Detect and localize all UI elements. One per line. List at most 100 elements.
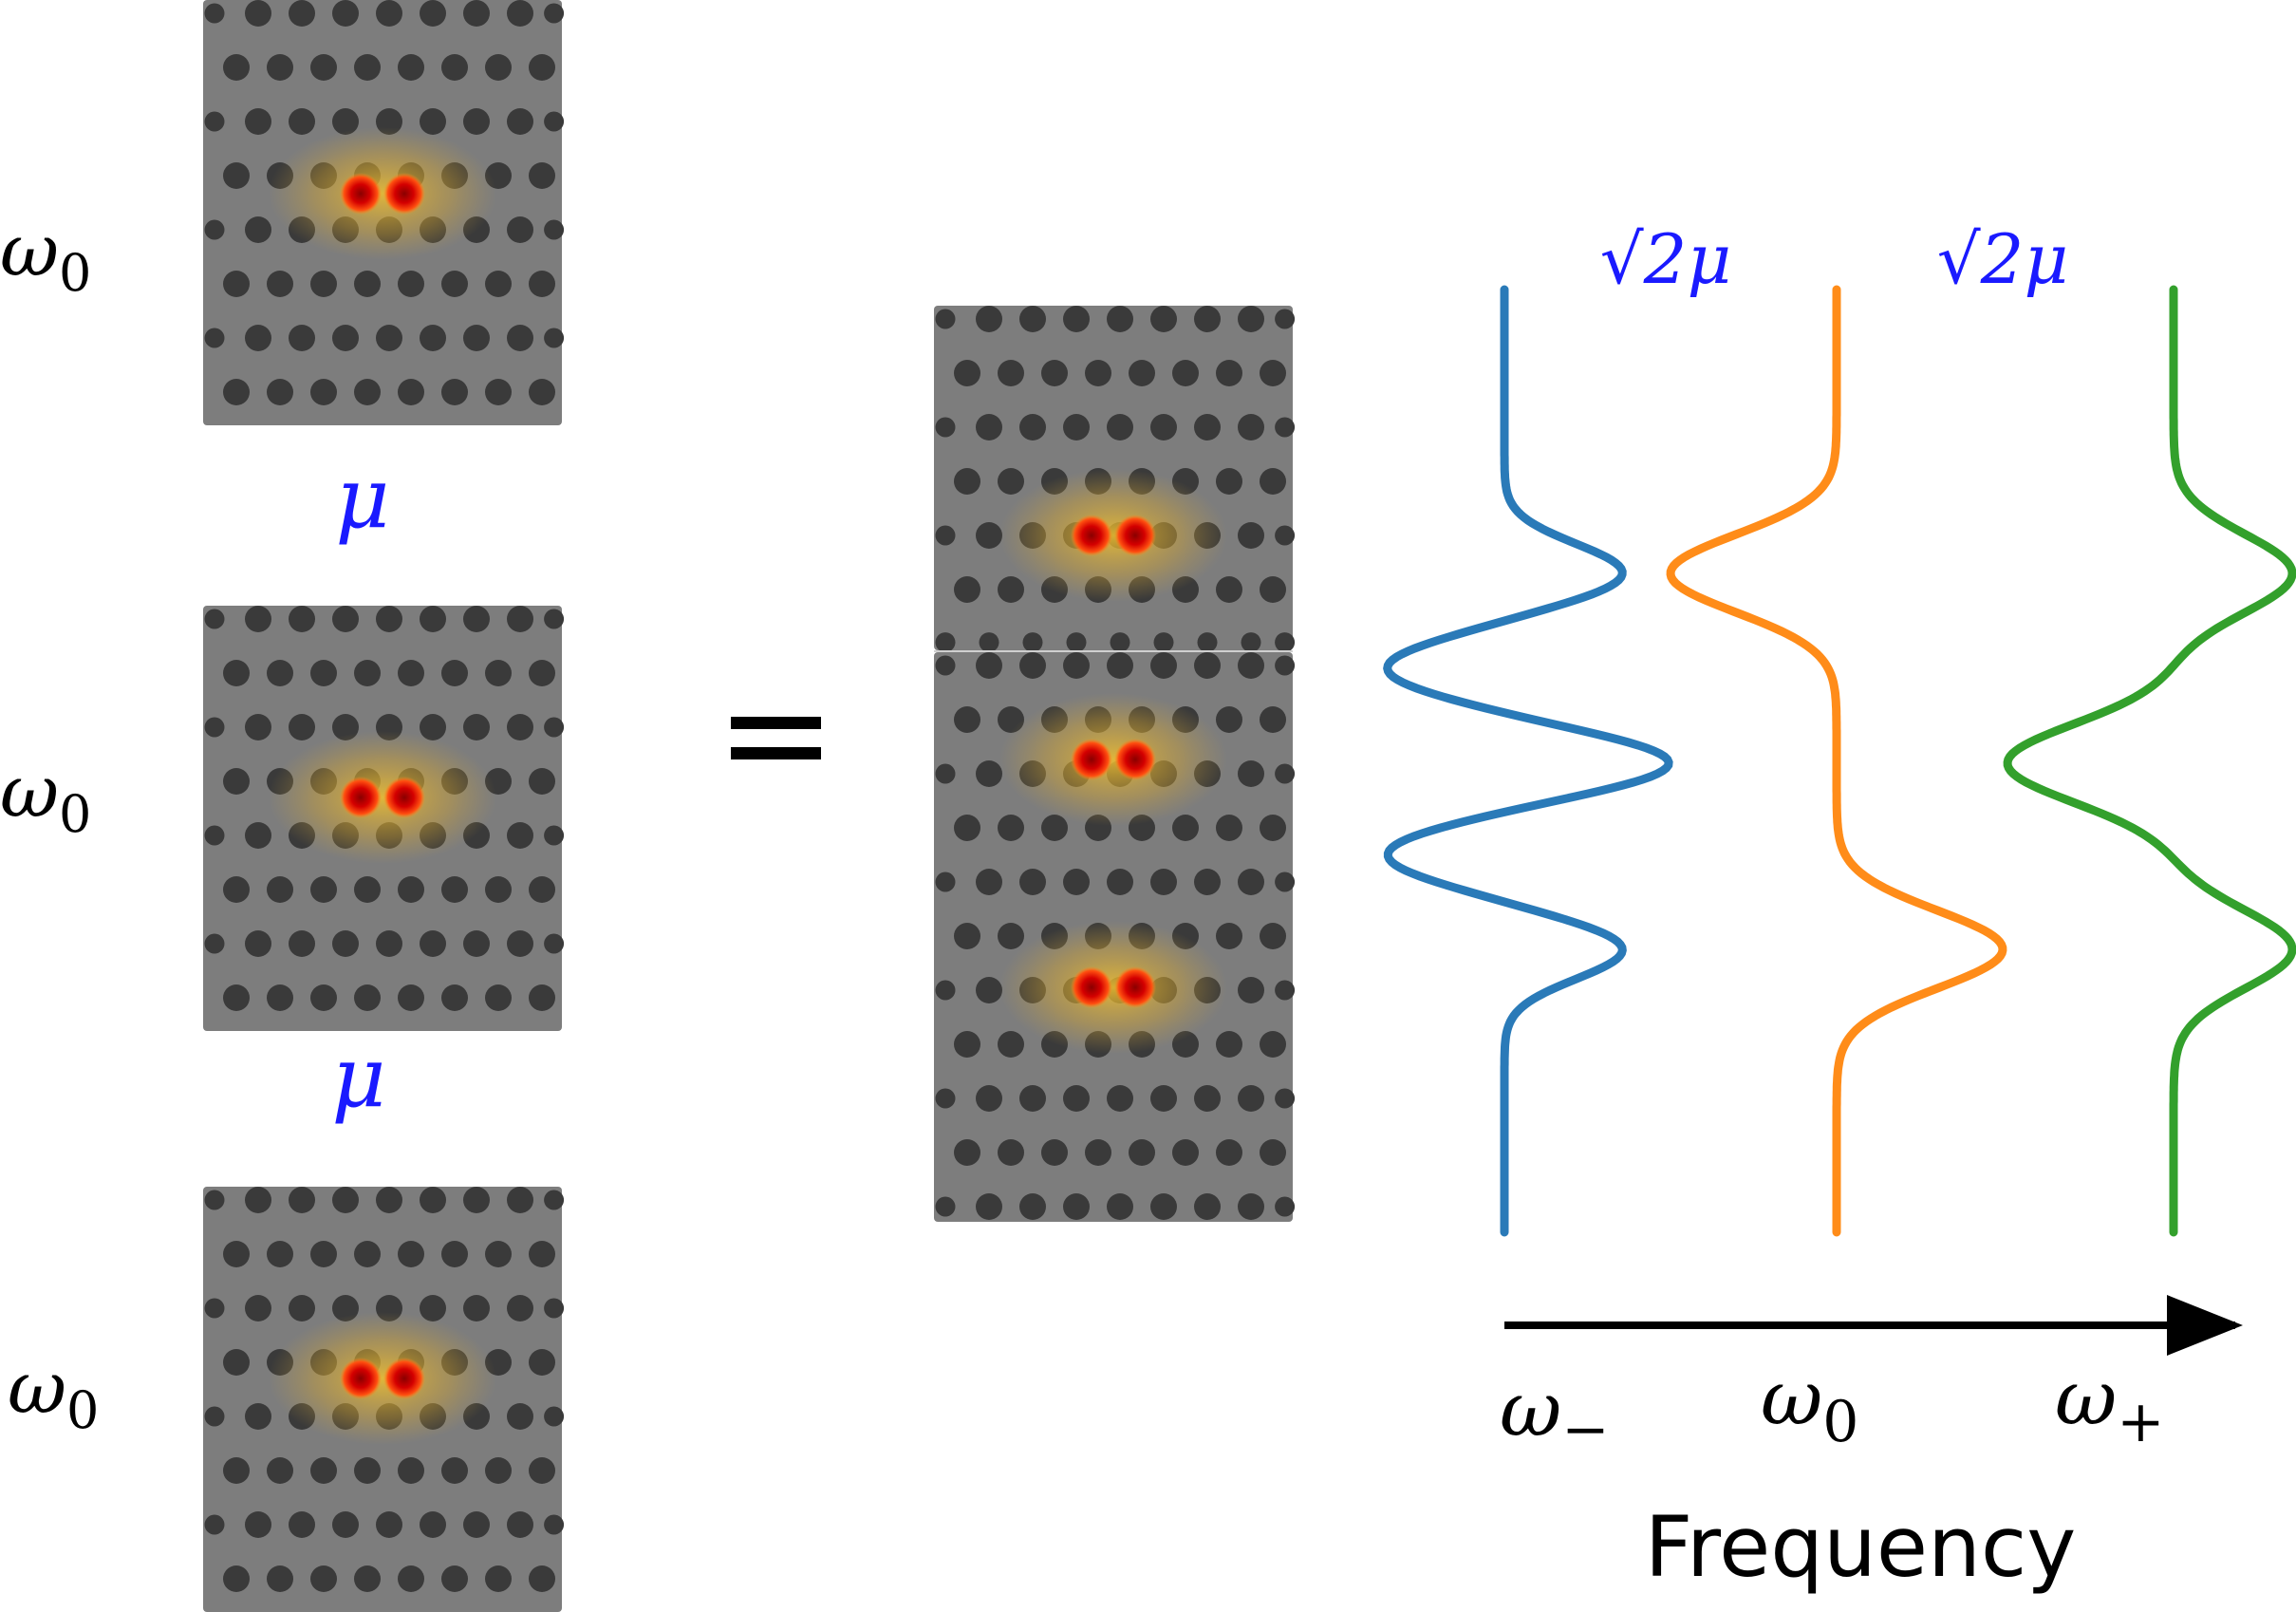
crystal-hole	[1041, 1139, 1068, 1166]
crystal-hole	[1260, 1031, 1286, 1058]
crystal-hole	[420, 714, 446, 740]
crystal-hole	[223, 768, 250, 795]
crystal-hole	[354, 1241, 381, 1267]
crystal-hole	[529, 984, 555, 1011]
field-peak	[1071, 515, 1112, 556]
crystal-hole	[1107, 306, 1133, 332]
crystal-hole	[441, 271, 468, 297]
crystal-hole	[245, 1187, 271, 1213]
crystal-hole	[398, 54, 424, 81]
crystal-hole	[310, 1457, 337, 1484]
crystal-hole	[976, 977, 1002, 1003]
crystal-hole	[463, 0, 490, 27]
frequency-axis-label: Frequency	[1645, 1498, 2077, 1596]
crystal-hole	[204, 3, 225, 24]
crystal-hole	[223, 1241, 250, 1267]
field-halo	[999, 693, 1227, 826]
crystal-hole	[420, 1187, 446, 1213]
crystal-hole	[954, 923, 980, 949]
crystal-hole	[463, 1511, 490, 1538]
crystal-hole	[935, 980, 956, 1001]
crystal-hole	[332, 325, 359, 351]
crystal-hole	[463, 714, 490, 740]
crystal-hole	[544, 3, 565, 24]
crystal-hole	[507, 0, 533, 27]
crystal-hole	[441, 379, 468, 405]
crystal-hole	[398, 984, 424, 1011]
crystal-hole	[267, 54, 293, 81]
crystal-hole	[267, 660, 293, 686]
crystal-hole	[245, 606, 271, 632]
crystal-hole	[223, 54, 250, 81]
field-halo	[269, 127, 496, 260]
crystal-hole	[245, 216, 271, 243]
crystal-hole	[1260, 706, 1286, 733]
crystal-hole	[544, 111, 565, 132]
crystal-hole	[245, 108, 271, 135]
crystal-hole	[507, 325, 533, 351]
mode-spectrum-omega-plus	[2003, 285, 2296, 1237]
crystal-hole	[529, 162, 555, 189]
crystal-hole	[1238, 414, 1264, 440]
crystal-hole	[976, 522, 1002, 549]
crystal-hole	[1150, 869, 1177, 895]
crystal-hole	[998, 360, 1024, 386]
crystal-hole	[420, 108, 446, 135]
crystal-hole	[289, 930, 315, 957]
crystal-hole	[420, 606, 446, 632]
crystal-hole	[267, 984, 293, 1011]
splitting-label-left: √2μ	[1600, 219, 1731, 299]
crystal-hole	[420, 1511, 446, 1538]
crystal-hole	[544, 1298, 565, 1319]
crystal-hole	[463, 606, 490, 632]
crystal-hole	[204, 111, 225, 132]
axis-tick-omega-plus: ω+	[2055, 1354, 2165, 1455]
crystal-hole	[1275, 525, 1296, 546]
crystal-hole	[398, 1241, 424, 1267]
crystal-hole	[223, 1349, 250, 1376]
crystal-hole	[245, 0, 271, 27]
crystal-hole	[979, 632, 999, 653]
crystal-hole	[544, 1406, 565, 1427]
crystal-hole	[1260, 815, 1286, 841]
crystal-hole	[310, 984, 337, 1011]
crystal-hole	[310, 271, 337, 297]
field-peak	[1071, 966, 1112, 1008]
crystal-hole	[1216, 923, 1242, 949]
field-peak	[340, 777, 382, 818]
crystal-hole	[1041, 360, 1068, 386]
crystal-hole	[1107, 1193, 1133, 1220]
crystal-hole	[332, 0, 359, 27]
crystal-hole	[463, 325, 490, 351]
crystal-hole	[420, 325, 446, 351]
crystal-hole	[529, 1241, 555, 1267]
crystal-hole	[1041, 815, 1068, 841]
field-peak	[1071, 739, 1112, 780]
crystal-hole	[507, 930, 533, 957]
crystal-hole	[289, 1511, 315, 1538]
crystal-hole	[310, 54, 337, 81]
cavity-image-top	[203, 0, 565, 425]
crystal-hole	[507, 1403, 533, 1430]
crystal-hole	[544, 825, 565, 846]
crystal-hole	[1172, 360, 1199, 386]
crystal-hole	[223, 379, 250, 405]
crystal-hole	[1238, 1193, 1264, 1220]
crystal-hole	[223, 1565, 250, 1592]
crystal-hole	[376, 325, 402, 351]
crystal-hole	[529, 54, 555, 81]
crystal-hole	[354, 379, 381, 405]
crystal-hole	[420, 0, 446, 27]
crystal-hole	[1216, 815, 1242, 841]
crystal-hole	[1194, 869, 1221, 895]
crystal-hole	[204, 1190, 225, 1210]
crystal-hole	[398, 271, 424, 297]
crystal-hole	[1063, 306, 1090, 332]
crystal-hole	[376, 930, 402, 957]
equals-sign	[731, 717, 821, 759]
crystal-hole	[1216, 1139, 1242, 1166]
crystal-hole	[1216, 1031, 1242, 1058]
crystal-hole	[1275, 655, 1296, 676]
crystal-hole	[245, 1403, 271, 1430]
crystal-hole	[310, 1565, 337, 1592]
